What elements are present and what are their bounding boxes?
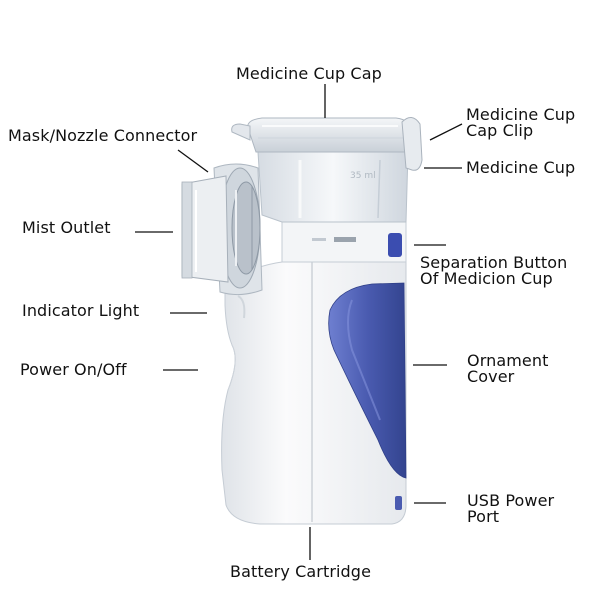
label-indicator-light: Indicator Light: [22, 301, 140, 320]
label-power-on-off: Power On/Off: [20, 360, 127, 379]
cap-clip: [401, 117, 423, 171]
label-medicine-cup-cap: Medicine Cup Cap: [236, 64, 382, 83]
indicator-light: [237, 295, 246, 319]
medicine-cup-cap: [231, 117, 411, 153]
label-medicine-cup-cap-clip: Medicine Cup Cap Clip: [466, 105, 576, 140]
label-ornament-cover: Ornament Cover: [467, 351, 549, 386]
label-medicine-cup: Medicine Cup: [466, 158, 576, 177]
ornament-cover: [328, 282, 407, 479]
cup-base-collar: [281, 221, 407, 263]
usb-power-port: [395, 496, 402, 510]
leader-mask-connector: [177, 149, 209, 173]
label-usb-power-port: USB Power Port: [467, 491, 555, 526]
label-mask-nozzle-connector: Mask/Nozzle Connector: [8, 126, 198, 145]
label-battery-cartridge: Battery Cartridge: [230, 562, 372, 581]
leader-lines: [135, 84, 463, 560]
mist-outlet: [181, 175, 229, 283]
medicine-cup: 35 ml: [257, 151, 409, 223]
label-mist-outlet: Mist Outlet: [22, 218, 111, 237]
separation-button: [388, 233, 402, 257]
svg-text:35 ml: 35 ml: [350, 171, 376, 181]
label-separation-button: Separation Button Of Medicion Cup: [420, 253, 568, 288]
leader-cap-clip: [429, 123, 463, 141]
